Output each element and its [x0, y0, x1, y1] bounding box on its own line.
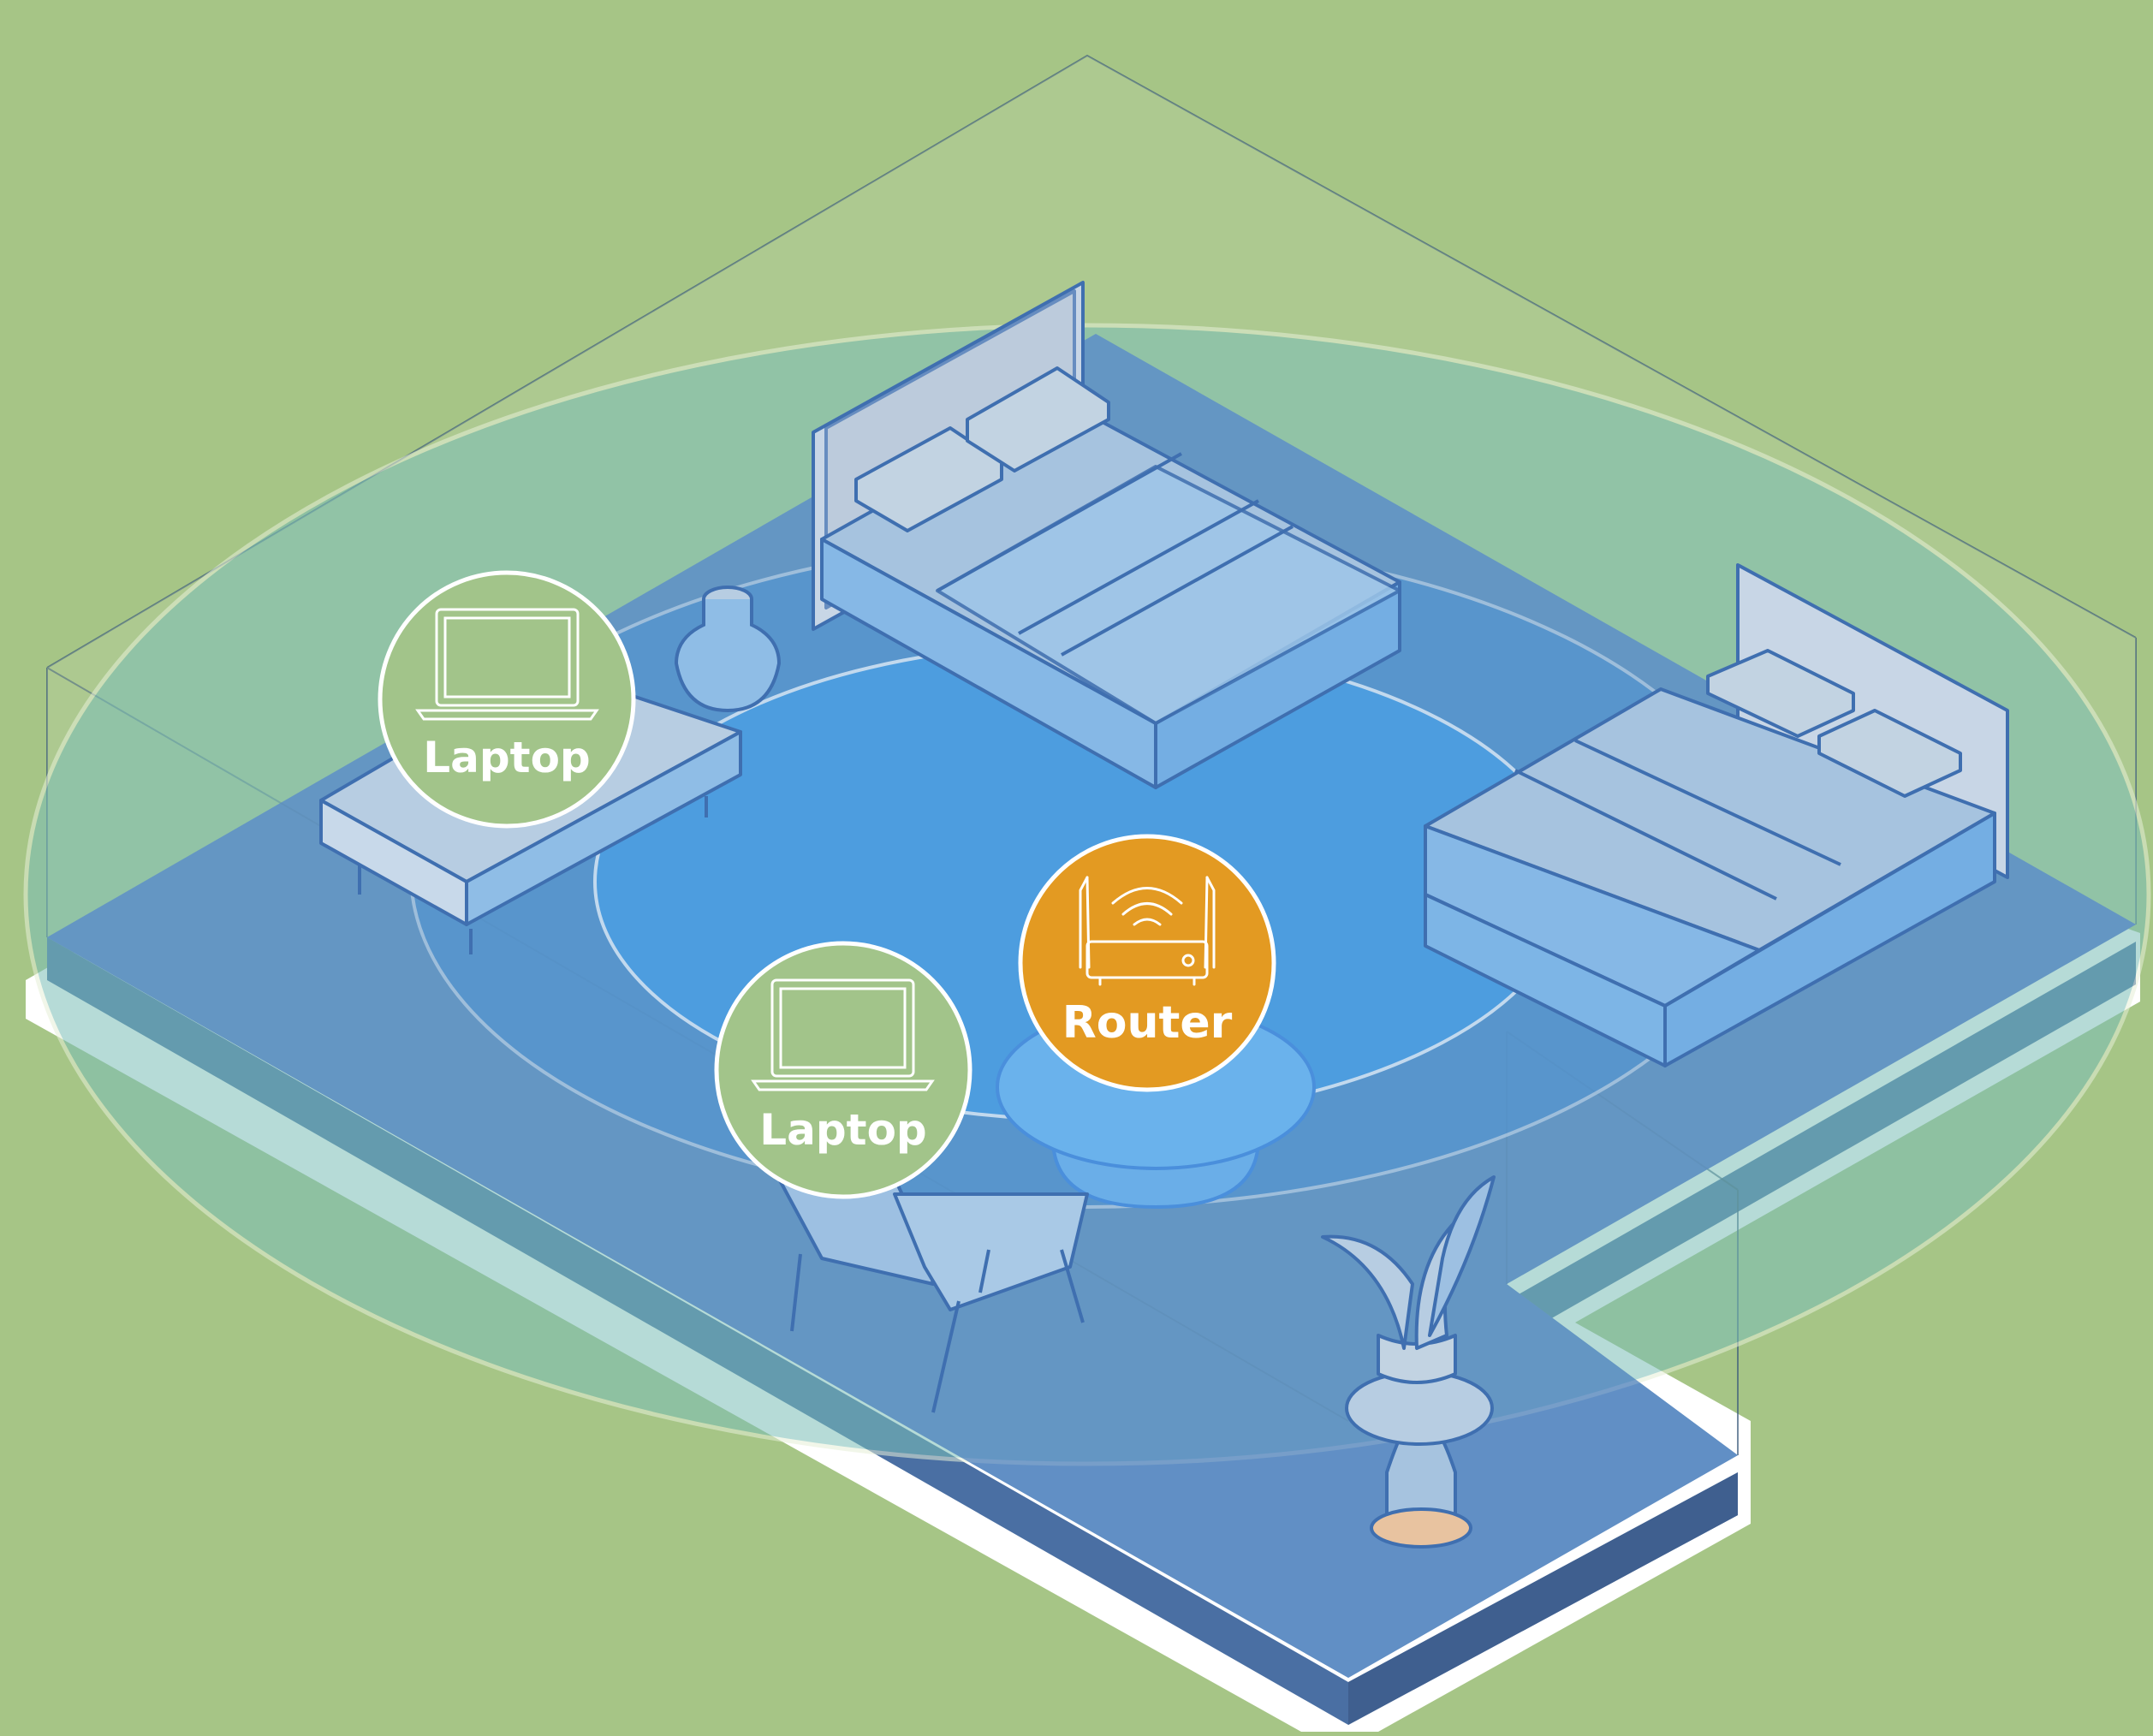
laptop-icon [415, 608, 599, 721]
potted-plant-icon [1321, 1175, 1496, 1549]
router-badge-circle [1018, 834, 1276, 1092]
double-bed-icon [812, 281, 1401, 789]
laptop-badge-2[interactable]: Laptop [714, 941, 972, 1199]
single-bed-icon [1424, 563, 2009, 1067]
laptop-badge-1[interactable]: Laptop [378, 570, 636, 829]
router-badge[interactable]: Router [1018, 834, 1276, 1092]
router-wifi-icon [1079, 876, 1216, 986]
laptop-icon [751, 978, 935, 1091]
vase-icon [674, 586, 782, 713]
laptop-badge-1-label: Laptop [423, 733, 590, 782]
floor-side-corner [1348, 1472, 1738, 1725]
router-badge-label: Router [1062, 997, 1233, 1049]
laptop-badge-2-label: Laptop [759, 1105, 926, 1155]
